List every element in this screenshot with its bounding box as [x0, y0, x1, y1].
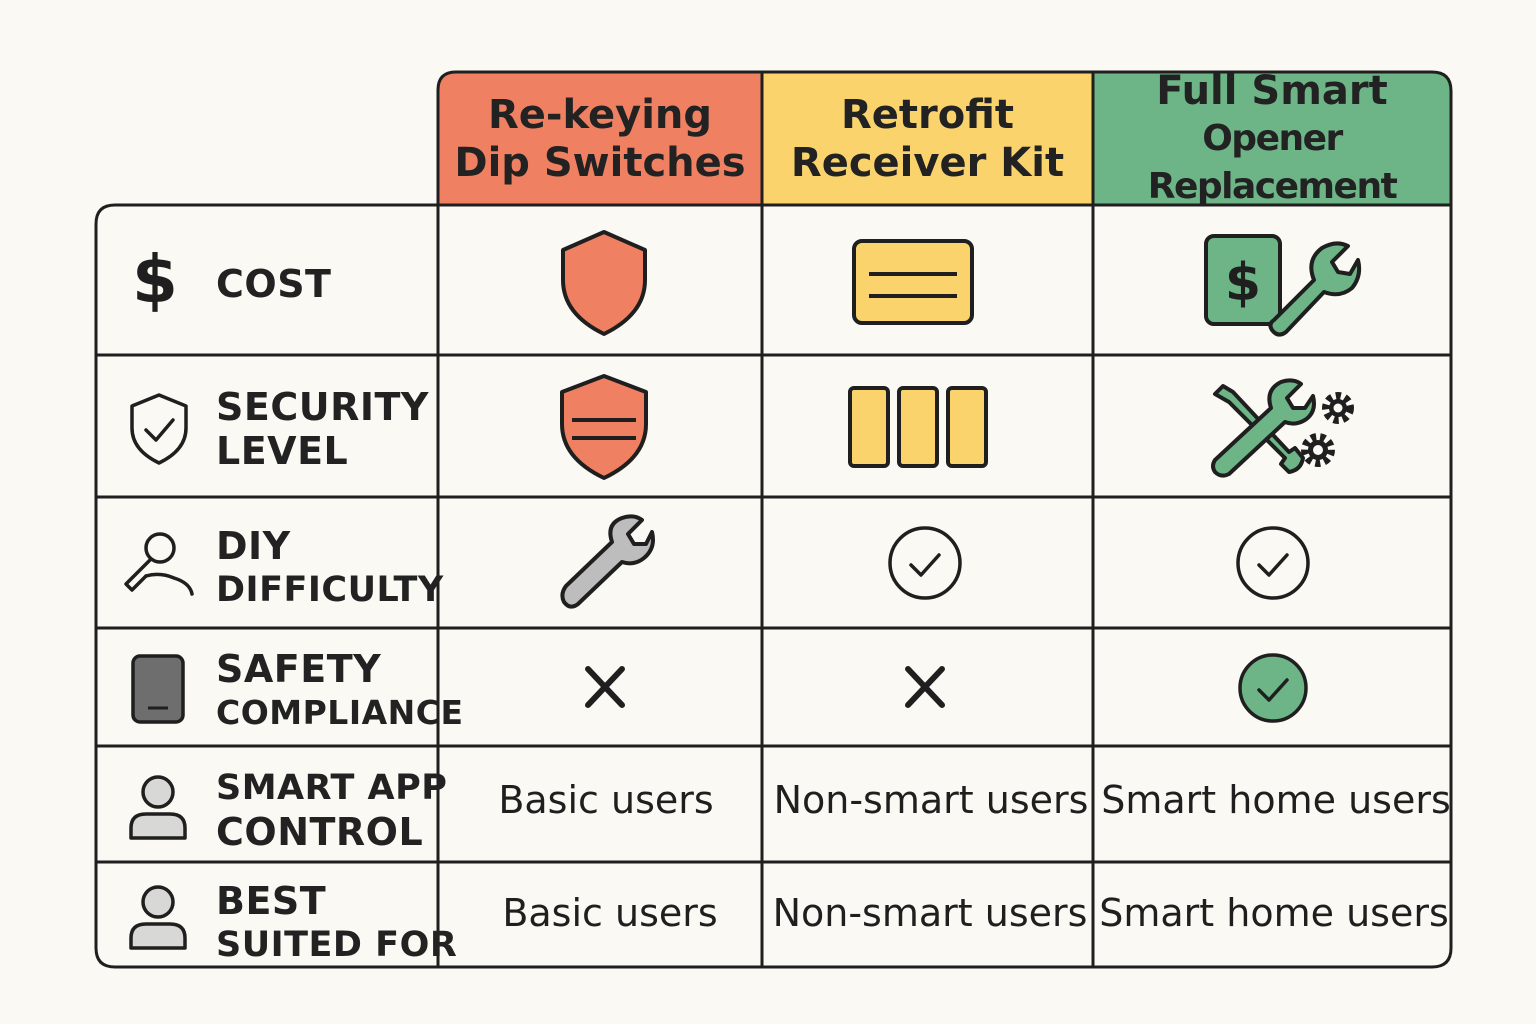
- col1-header-bg: [438, 72, 762, 206]
- user-icon: [129, 885, 187, 950]
- cell-best-suited-rekeying: Basic users: [502, 891, 718, 935]
- cell-smart-app-rekeying: Basic users: [498, 778, 714, 822]
- svg-text:$: $: [1225, 253, 1261, 313]
- row-label-cost: COST: [216, 262, 332, 306]
- user-icon: [129, 775, 187, 840]
- device-icon: [131, 654, 185, 724]
- shield-icon: [561, 230, 647, 336]
- x-icon: [585, 666, 625, 708]
- key-hand-icon: [124, 532, 194, 596]
- dollar-wrench-icon: $: [1204, 234, 1362, 337]
- check-circle-filled-icon: [1238, 653, 1308, 723]
- col2-header-bg: [762, 72, 1093, 206]
- check-circle-icon: [1236, 526, 1310, 600]
- check-circle-icon: [888, 526, 962, 600]
- x-icon: [905, 666, 945, 708]
- card-icon: [852, 239, 974, 325]
- tools-gears-icon: [1211, 378, 1354, 478]
- shield-lines-icon: [560, 374, 648, 480]
- col3-header-bg: [1093, 72, 1451, 206]
- cell-smart-app-full-smart: Smart home users: [1101, 778, 1451, 822]
- cell-smart-app-retrofit: Non-smart users: [773, 778, 1089, 822]
- dollar-icon: $: [132, 241, 178, 318]
- bars-icon: [848, 386, 988, 468]
- wrench-icon: [560, 514, 655, 609]
- cell-best-suited-retrofit: Non-smart users: [772, 891, 1088, 935]
- shield-check-icon: [130, 393, 188, 465]
- cell-best-suited-full-smart: Smart home users: [1099, 891, 1449, 935]
